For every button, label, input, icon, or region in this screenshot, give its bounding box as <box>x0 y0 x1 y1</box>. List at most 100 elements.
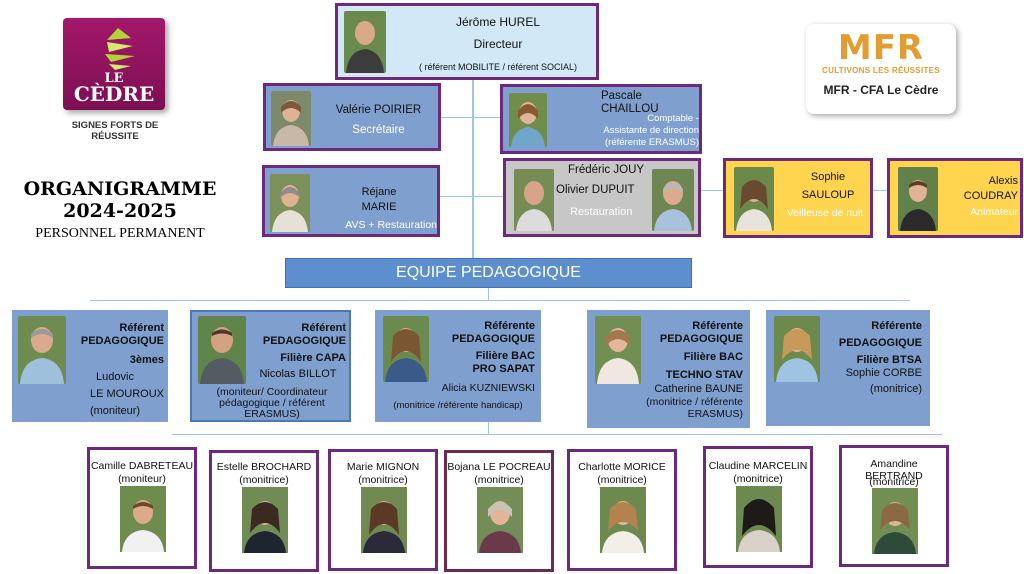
referent-note1: (moniteur/ Coordinateur <box>216 386 328 398</box>
marie-first: Réjane <box>361 186 397 198</box>
referent-photo <box>383 316 429 382</box>
referent-line1: Référente <box>692 320 743 332</box>
teacher-name: Amandine BERTRAND <box>865 458 923 482</box>
connector-row1 <box>440 117 500 118</box>
chaillou-role3: (référente ERASMUS) <box>605 137 699 148</box>
teacher-name: Marie MIGNON <box>346 461 420 473</box>
teacher-name: Estelle BROCHARD <box>216 461 312 473</box>
referent-card: Référent PEDAGOGIQUE Filière CAPA Nicola… <box>190 310 351 422</box>
connector-main-vertical <box>472 80 474 258</box>
referent-note1: (monitrice /référente handicap) <box>393 400 523 411</box>
referent-photo <box>198 316 246 384</box>
marie-last: MARIE <box>361 201 397 213</box>
referent-note1: (monitrice / référente <box>646 396 743 408</box>
referent-name1: Sophie CORBE <box>845 367 922 379</box>
teacher-card: Claudine MARCELIN (monitrice) <box>703 446 813 568</box>
referent-line3: Filière BAC <box>475 350 535 362</box>
referent-line2: PEDAGOGIQUE <box>838 337 922 349</box>
referent-note: (moniteur) <box>89 405 141 417</box>
sauloup-role: Veilleuse de nuit <box>786 207 864 219</box>
chaillou-role1: Comptable - <box>647 113 699 124</box>
equipe-pedagogique-banner: EQUIPE PEDAGOGIQUE <box>285 258 692 288</box>
referent-line3: Filière BTSA <box>856 354 922 366</box>
referent-card: Référente PEDAGOGIQUE Filière BAC TECHNO… <box>587 310 750 428</box>
jouy-photo <box>514 169 554 231</box>
referent-name1: Nicolas BILLOT <box>259 368 337 380</box>
teacher-card: Charlotte MORICE (monitrice) <box>567 449 677 571</box>
coudray-first: Alexis <box>988 175 1018 187</box>
referent-note2: ERASMUS) <box>687 408 743 420</box>
title-line2: 2024-2025 <box>63 200 177 222</box>
referent-photo <box>18 316 66 384</box>
referent-line3: 3èmes <box>129 354 164 366</box>
referent-card: Référente PEDAGOGIQUE Filière BTSA Sophi… <box>766 310 930 426</box>
director-card: Jérôme HUREL Directeur ( référent MOBILI… <box>335 3 599 80</box>
page-title: ORGANIGRAMME 2024-2025 <box>18 178 222 222</box>
referent-card: Référent PEDAGOGIQUE 3èmes Ludovic LE MO… <box>12 310 168 422</box>
chaillou-card: Pascale CHAILLOU Comptable - Assistante … <box>500 84 702 154</box>
restauration-card: Frédéric JOUY Olivier DUPUIT Restauratio… <box>503 158 701 237</box>
marie-photo <box>270 174 310 232</box>
chaillou-photo <box>509 93 547 147</box>
teacher-role: (monitrice) <box>733 473 783 485</box>
referent-name2: LE MOUROUX <box>90 388 164 400</box>
cedre-tagline: SIGNES FORTS DE RÉUSSITE <box>71 120 159 142</box>
logo-cedre-line1: LE <box>104 71 124 86</box>
sauloup-first: Sophie <box>810 171 846 183</box>
teacher-photo <box>736 486 782 552</box>
referent-line3: Filière BAC <box>683 351 743 363</box>
teacher-name: Claudine MARCELIN <box>708 460 808 472</box>
connector-equipe-down <box>488 288 489 300</box>
coudray-role: Animateur <box>970 206 1018 218</box>
teacher-card: Amandine BERTRAND (monitrice) <box>839 445 949 567</box>
teacher-name: Bojana LE POCREAU <box>447 461 551 473</box>
poirier-role: Secrétaire <box>352 124 405 136</box>
sauloup-photo <box>734 167 774 231</box>
le-cedre-logo: LE CÈDRE <box>63 18 165 110</box>
tree-icon <box>105 28 135 70</box>
referent-line3: Filière CAPA <box>280 352 346 364</box>
teacher-photo <box>242 487 288 553</box>
referent-card: Référente PEDAGOGIQUE Filière BAC PRO SA… <box>375 310 541 422</box>
referent-line2: PEDAGOGIQUE <box>262 335 346 347</box>
dupuit-name: Olivier DUPUIT <box>556 184 635 196</box>
teacher-card: Camille DABRETEAU (moniteur) <box>87 447 197 569</box>
teacher-photo <box>120 486 166 552</box>
teacher-role: (monitrice) <box>869 476 919 488</box>
mfr-tagline: CULTIVONS LES RÉUSSITES <box>822 66 940 75</box>
title-line1: ORGANIGRAMME <box>23 178 217 200</box>
mfr-logo-text: MFR <box>837 28 925 68</box>
teacher-name: Charlotte MORICE <box>578 461 666 473</box>
connector-teachers <box>172 434 942 435</box>
teacher-photo <box>361 487 407 553</box>
referent-note1: (monitrice) <box>870 383 922 395</box>
teacher-photo <box>600 487 646 553</box>
teacher-role: (moniteur) <box>118 473 166 485</box>
marie-role: AVS + Restauration <box>345 219 437 231</box>
referent-line2: PEDAGOGIQUE <box>451 333 535 345</box>
chaillou-name: Pascale CHAILLOU <box>601 90 659 115</box>
referent-note2: pédagogique / référent <box>219 397 325 409</box>
referent-line4: TECHNO STAV <box>665 369 743 381</box>
referent-name1: Catherine BAUNE <box>654 383 743 395</box>
teacher-role: (monitrice) <box>597 474 647 486</box>
mfr-logo: MFR CULTIVONS LES RÉUSSITES MFR - CFA Le… <box>806 24 956 114</box>
teacher-photo <box>477 487 523 553</box>
teacher-role: (monitrice) <box>239 474 289 486</box>
teacher-card: Marie MIGNON (monitrice) <box>328 449 438 571</box>
referent-line2: PEDAGOGIQUE <box>659 333 743 345</box>
marie-card: Réjane MARIE AVS + Restauration <box>262 165 440 237</box>
coudray-card: Alexis COUDRAY Animateur <box>887 158 1023 238</box>
teacher-role: (monitrice) <box>474 474 524 486</box>
poirier-card: Valérie POIRIER Secrétaire <box>263 83 441 151</box>
referent-photo <box>595 316 641 384</box>
referent-line4: PRO SAPAT <box>472 363 535 375</box>
connector-referents <box>90 300 910 301</box>
logo-cedre-line2: CÈDRE <box>73 82 155 106</box>
teacher-card: Estelle BROCHARD (monitrice) <box>209 450 319 572</box>
sauloup-last: SAULOUP <box>801 189 855 201</box>
referent-line2: PEDAGOGIQUE <box>80 335 164 347</box>
poirier-name: Valérie POIRIER <box>335 104 422 116</box>
teacher-photo <box>872 488 918 554</box>
director-name: Jérôme HUREL <box>455 15 541 29</box>
